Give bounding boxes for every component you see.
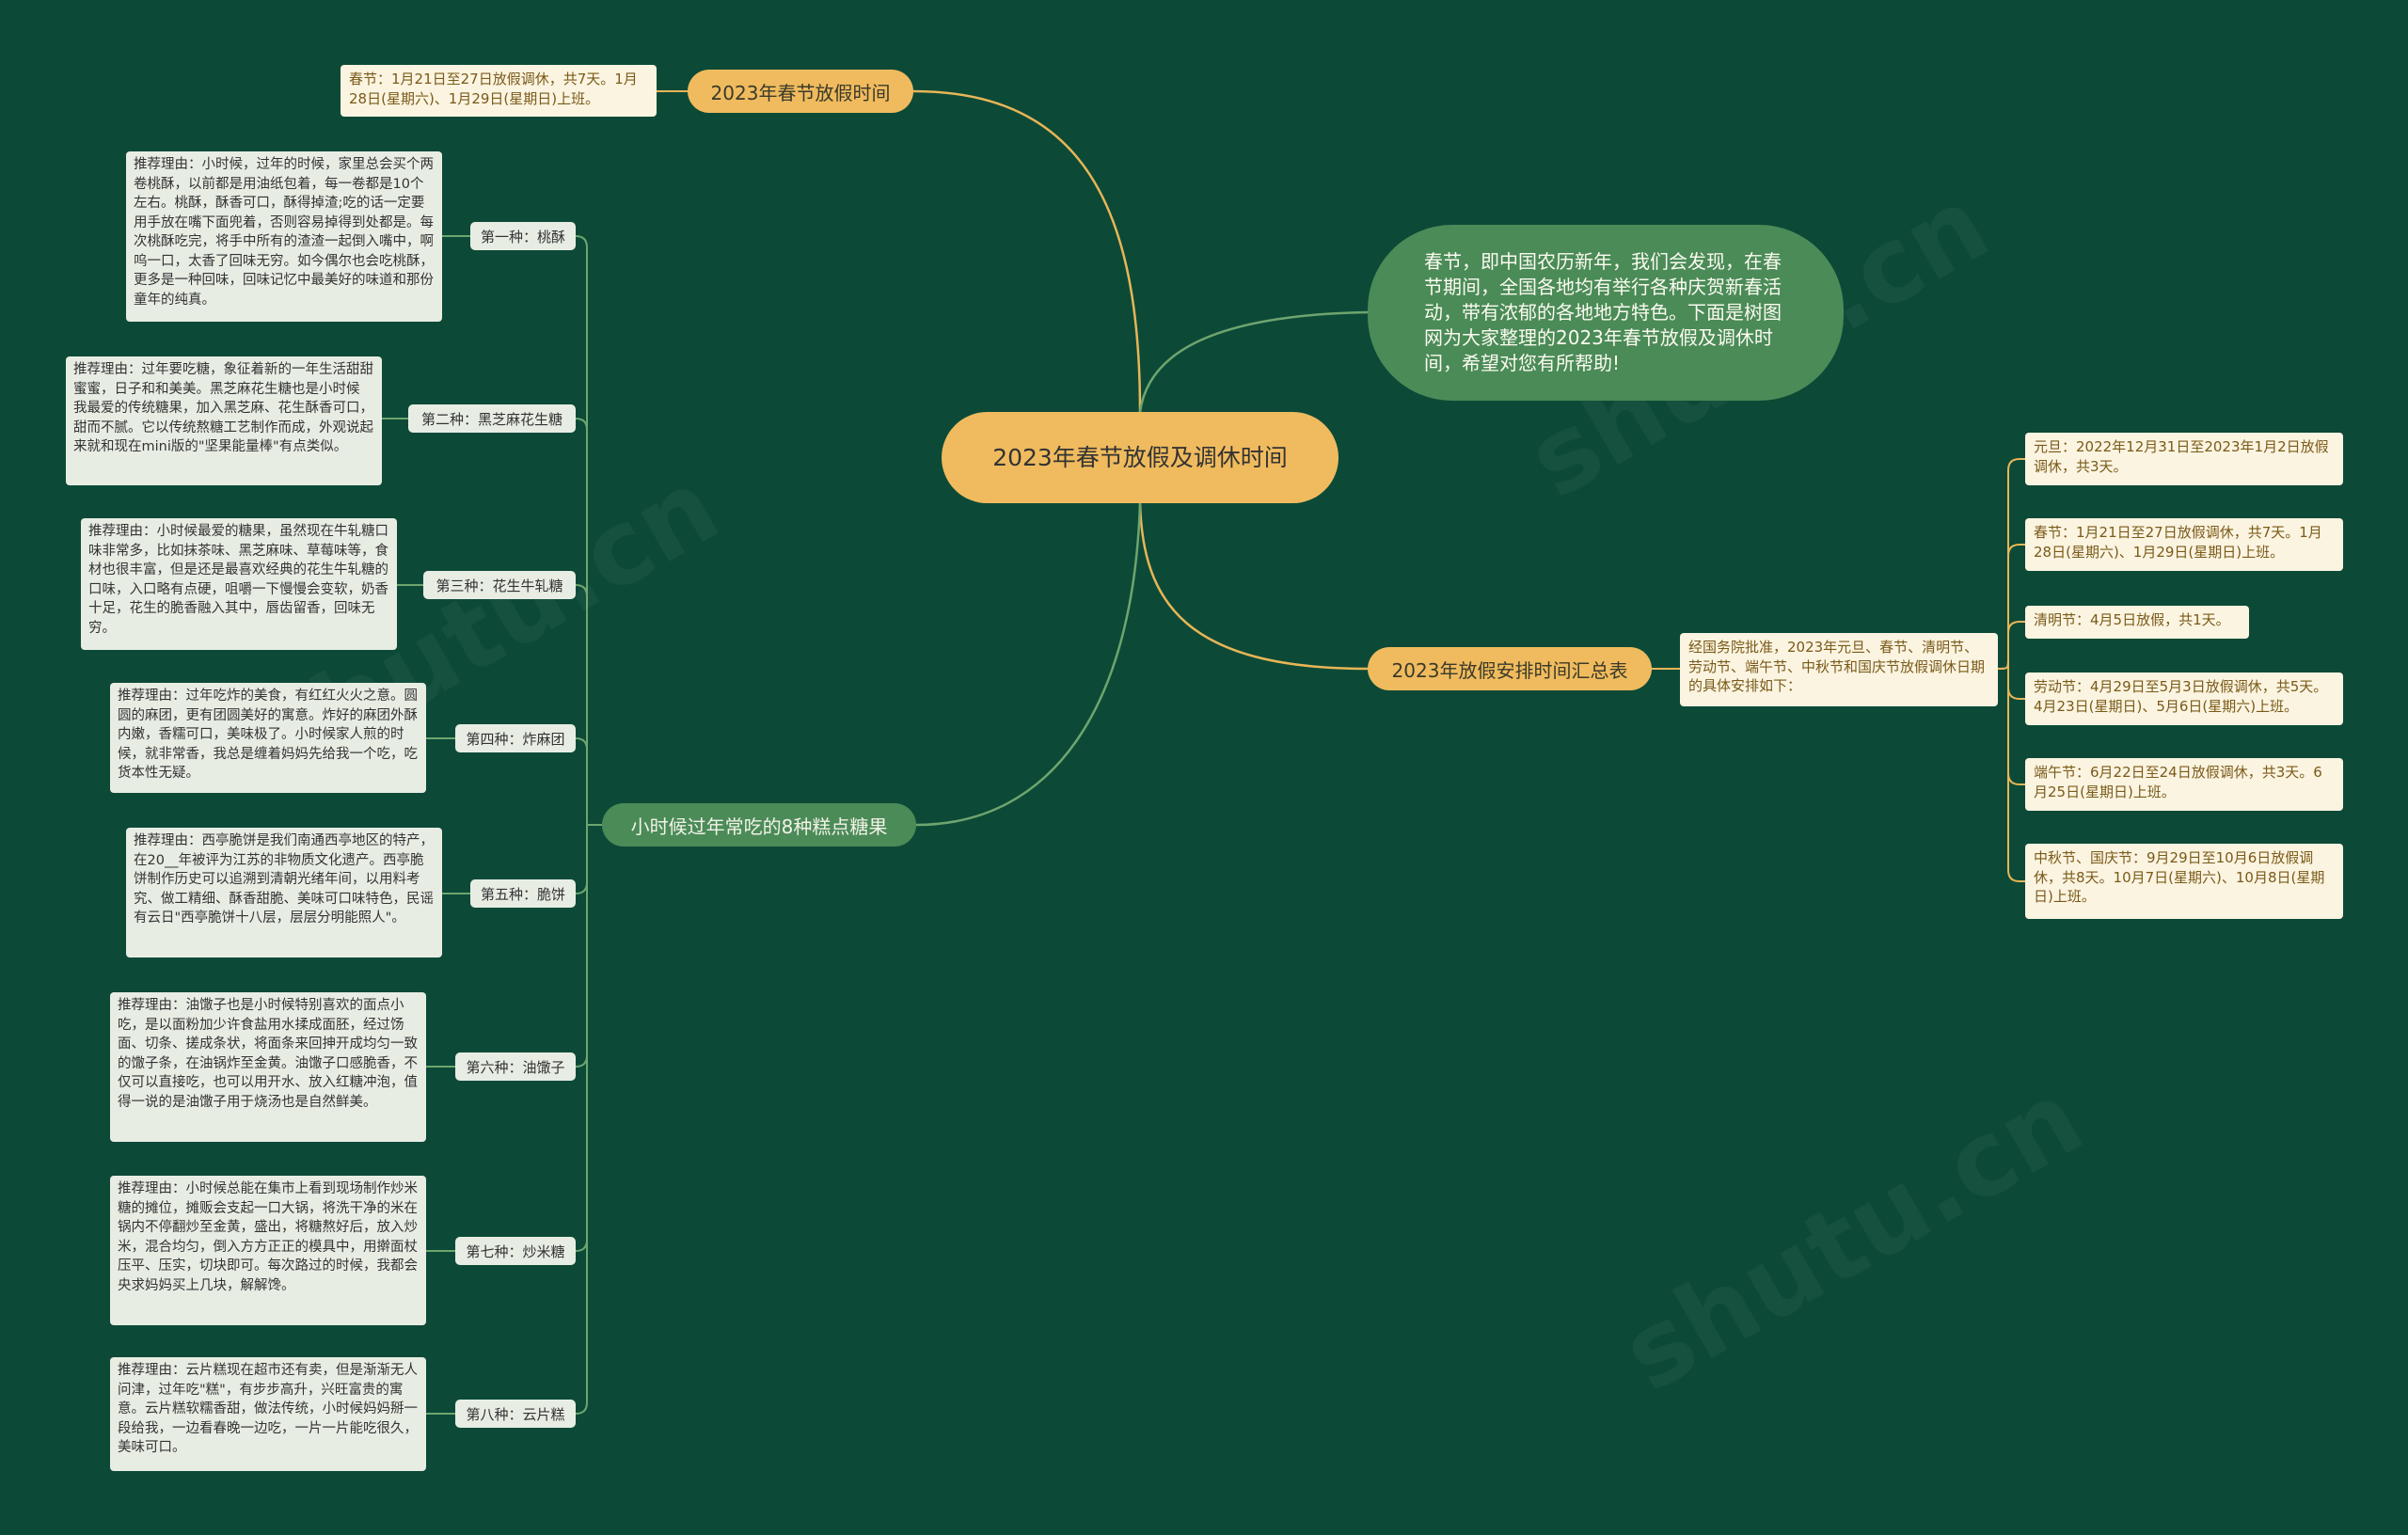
link-center-intro [1138,310,1369,413]
holiday-item-text: 端午节：6月22日至24日放假调休，共3天。6月25日(星期日)上班。 [2034,764,2322,800]
snack-label-text: 第五种：脆饼 [480,885,565,903]
central-topic[interactable]: 2023年春节放假及调休时间 [942,412,1339,503]
holiday-item-text: 中秋节、国庆节：9月29日至10月6日放假调休，共8天。10月7日(星期六)、1… [2034,849,2325,905]
snack-label-text: 第四种：炸麻团 [466,730,565,748]
link-summary-item [2007,458,2025,471]
link-summary-bracket [1997,657,2009,670]
branch-snacks-label: 小时候过年常吃的8种糕点糖果 [630,815,888,838]
link-summary-item [2007,544,2025,557]
link-center-snacks [915,502,1142,827]
snack-label-text: 第一种：桃酥 [480,228,565,245]
link-snacks-item [575,881,588,894]
link-snacks-item [575,1401,588,1415]
holiday-item[interactable]: 元旦：2022年12月31日至2023年1月2日放假调休，共3天。 [2025,433,2343,485]
link-snacks-item [575,418,588,431]
link-snacks-item [575,1054,588,1068]
snack-label[interactable]: 第四种：炸麻团 [455,724,576,752]
holiday-item[interactable]: 端午节：6月22日至24日放假调休，共3天。6月25日(星期日)上班。 [2025,758,2343,811]
snack-description[interactable]: 推荐理由：过年要吃糖，象征着新的一年生活甜甜蜜蜜，日子和和美美。黑芝麻花生糖也是… [66,356,382,485]
link-snacks-item [575,235,588,248]
snack-description-text: 推荐理由：小时候最爱的糖果，虽然现在牛轧糖口味非常多，比如抹茶味、黑芝麻味、草莓… [88,524,388,636]
summary-intro[interactable]: 经国务院批准，2023年元旦、春节、清明节、劳动节、端午节、中秋节和国庆节放假调… [1680,633,1998,706]
branch-holiday-summary[interactable]: 2023年放假安排时间汇总表 [1368,647,1652,690]
snack-description-text: 推荐理由：过年要吃糖，象征着新的一年生活甜甜蜜蜜，日子和和美美。黑芝麻花生糖也是… [73,362,373,454]
branch-holiday-summary-label: 2023年放假安排时间汇总表 [1391,658,1628,682]
snack-label[interactable]: 第三种：花生牛轧糖 [423,571,576,599]
snack-label-text: 第六种：油馓子 [466,1058,565,1076]
snack-description[interactable]: 推荐理由：小时候总能在集市上看到现场制作炒米糖的摊位，摊贩会支起一口大锅，将洗干… [110,1176,426,1325]
snack-description[interactable]: 推荐理由：油馓子也是小时候特别喜欢的面点小吃，是以面粉加少许食盐用水揉成面胚，经… [110,992,426,1142]
holiday-item[interactable]: 春节：1月21日至27日放假调休，共7天。1月28日(星期六)、1月29日(星期… [2025,518,2343,571]
spring-festival-note-text: 春节：1月21日至27日放假调休，共7天。1月28日(星期六)、1月29日(星期… [349,71,638,107]
link-center-summary [1138,502,1369,671]
snack-label[interactable]: 第六种：油馓子 [455,1052,576,1081]
spring-festival-note[interactable]: 春节：1月21日至27日放假调休，共7天。1月28日(星期六)、1月29日(星期… [341,65,657,117]
snack-description[interactable]: 推荐理由：小时候，过年的时候，家里总会买个两卷桃酥，以前都是用油纸包着，每一卷都… [126,151,442,322]
snack-description[interactable]: 推荐理由：西亭脆饼是我们南通西亭地区的特产，在20__年被评为江苏的非物质文化遗… [126,828,442,957]
link-snacks-item [575,737,588,751]
link-summary-item [2007,687,2025,700]
snack-description[interactable]: 推荐理由：过年吃炸的美食，有红红火火之意。圆圆的麻团，更有团圆美好的寓意。炸好的… [110,683,426,793]
holiday-item-text: 春节：1月21日至27日放假调休，共7天。1月28日(星期六)、1月29日(星期… [2034,524,2322,561]
snack-description-text: 推荐理由：西亭脆饼是我们南通西亭地区的特产，在20__年被评为江苏的非物质文化遗… [134,833,434,926]
holiday-item-text: 元旦：2022年12月31日至2023年1月2日放假调休，共3天。 [2034,438,2329,475]
snack-label[interactable]: 第八种：云片糕 [455,1400,576,1428]
intro-bubble[interactable]: 春节，即中国农历新年，我们会发现，在春节期间，全国各地均有举行各种庆贺新春活动，… [1368,225,1844,401]
summary-intro-text: 经国务院批准，2023年元旦、春节、清明节、劳动节、端午节、中秋节和国庆节放假调… [1688,639,1986,694]
holiday-item[interactable]: 中秋节、国庆节：9月29日至10月6日放假调休，共8天。10月7日(星期六)、1… [2025,844,2343,919]
holiday-item-text: 清明节：4月5日放假，共1天。 [2034,611,2230,628]
snack-label-text: 第八种：云片糕 [466,1405,565,1423]
snack-label[interactable]: 第一种：桃酥 [470,222,576,250]
snack-description-text: 推荐理由：过年吃炸的美食，有红红火火之意。圆圆的麻团，更有团圆美好的寓意。炸好的… [118,688,418,781]
link-summary-item [2007,621,2025,634]
link-summary-item [2007,869,2025,882]
holiday-item[interactable]: 劳动节：4月29日至5月3日放假调休，共5天。4月23日(星期日)、5月6日(星… [2025,673,2343,725]
snack-label-text: 第三种：花生牛轧糖 [436,577,563,594]
snack-description-text: 推荐理由：云片糕现在超市还有卖，但是渐渐无人问津，过年吃"糕"，有步步高升，兴旺… [118,1363,418,1455]
holiday-item[interactable]: 清明节：4月5日放假，共1天。 [2025,606,2249,639]
snack-label[interactable]: 第二种：黑芝麻花生糖 [408,404,576,433]
snack-label-text: 第二种：黑芝麻花生糖 [420,410,562,428]
snack-label-text: 第七种：炒米糖 [466,1242,565,1260]
branch-snacks[interactable]: 小时候过年常吃的8种糕点糖果 [602,803,916,847]
branch-spring-festival-label: 2023年春节放假时间 [710,81,891,104]
central-topic-label: 2023年春节放假及调休时间 [992,443,1288,471]
link-center-spring [912,89,1142,413]
snack-description-text: 推荐理由：油馓子也是小时候特别喜欢的面点小吃，是以面粉加少许食盐用水揉成面胚，经… [118,998,418,1110]
link-summary-item [2007,772,2025,785]
holiday-item-text: 劳动节：4月29日至5月3日放假调休，共5天。4月23日(星期日)、5月6日(星… [2034,678,2328,715]
link-snacks-item [575,1239,588,1252]
snack-description[interactable]: 推荐理由：云片糕现在超市还有卖，但是渐渐无人问津，过年吃"糕"，有步步高升，兴旺… [110,1357,426,1471]
snack-description-text: 推荐理由：小时候，过年的时候，家里总会买个两卷桃酥，以前都是用油纸包着，每一卷都… [134,157,434,308]
snack-label[interactable]: 第七种：炒米糖 [455,1237,576,1265]
snack-label[interactable]: 第五种：脆饼 [470,879,576,908]
snack-description[interactable]: 推荐理由：小时候最爱的糖果，虽然现在牛轧糖口味非常多，比如抹茶味、黑芝麻味、草莓… [81,518,397,650]
snack-description-text: 推荐理由：小时候总能在集市上看到现场制作炒米糖的摊位，摊贩会支起一口大锅，将洗干… [118,1181,418,1293]
intro-text: 春节，即中国农历新年，我们会发现，在春节期间，全国各地均有举行各种庆贺新春活动，… [1424,250,1782,374]
link-snacks-item [575,584,588,597]
branch-spring-festival[interactable]: 2023年春节放假时间 [688,70,913,113]
